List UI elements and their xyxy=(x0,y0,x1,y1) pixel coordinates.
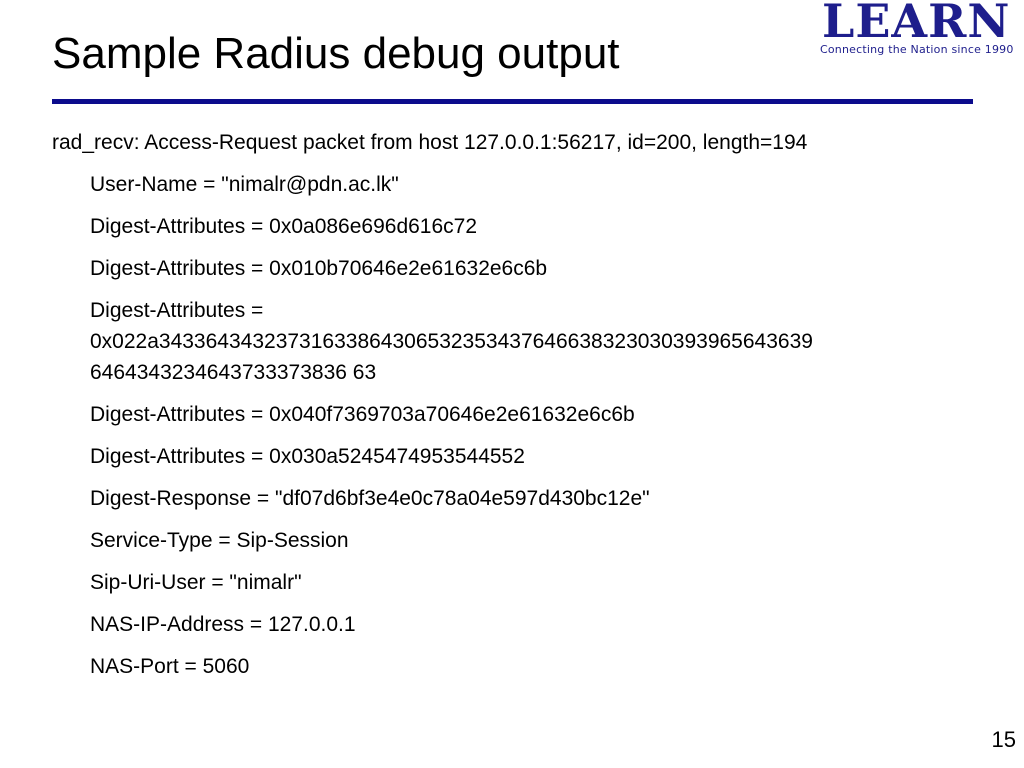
attribute-long-line-1: Digest-Attributes = xyxy=(90,299,264,322)
attribute-line: Service-Type = Sip-Session xyxy=(90,529,349,552)
attribute-line: Digest-Attributes = 0x030a52454749535445… xyxy=(90,445,525,468)
attribute-line: Digest-Attributes = 0x0a086e696d616c72 xyxy=(90,215,478,238)
slide-title: Sample Radius debug output xyxy=(52,29,620,78)
learn-logo: LEARN Connecting the Nation since 1990 xyxy=(818,0,1024,58)
attribute-line: User-Name = "nimalr@pdn.ac.lk" xyxy=(90,173,399,196)
logo-wordmark: LEARN xyxy=(822,0,1011,48)
attribute-line: Sip-Uri-User = "nimalr" xyxy=(90,571,302,594)
page-number: 15 xyxy=(991,727,1016,752)
attribute-long-line-3: 6464343234643733373836 63 xyxy=(90,361,377,384)
title-divider xyxy=(52,99,973,104)
attribute-long-line-2: 0x022a3433643432373163386430653235343764… xyxy=(90,330,813,353)
attribute-line: NAS-IP-Address = 127.0.0.1 xyxy=(90,613,356,636)
attribute-line-long: Digest-Attributes = 0x022a34336434323731… xyxy=(90,295,977,388)
attribute-line: Digest-Attributes = 0x010b70646e2e61632e… xyxy=(90,257,548,280)
attribute-line: Digest-Response = "df07d6bf3e4e0c78a04e5… xyxy=(90,487,650,510)
debug-output: rad_recv: Access-Request packet from hos… xyxy=(52,127,977,693)
attribute-line: NAS-Port = 5060 xyxy=(90,655,250,678)
logo-tagline: Connecting the Nation since 1990 xyxy=(820,43,1014,56)
packet-header-line: rad_recv: Access-Request packet from hos… xyxy=(52,131,808,154)
attribute-list: User-Name = "nimalr@pdn.ac.lk" Digest-At… xyxy=(52,169,977,682)
attribute-line: Digest-Attributes = 0x040f7369703a70646e… xyxy=(90,403,635,426)
